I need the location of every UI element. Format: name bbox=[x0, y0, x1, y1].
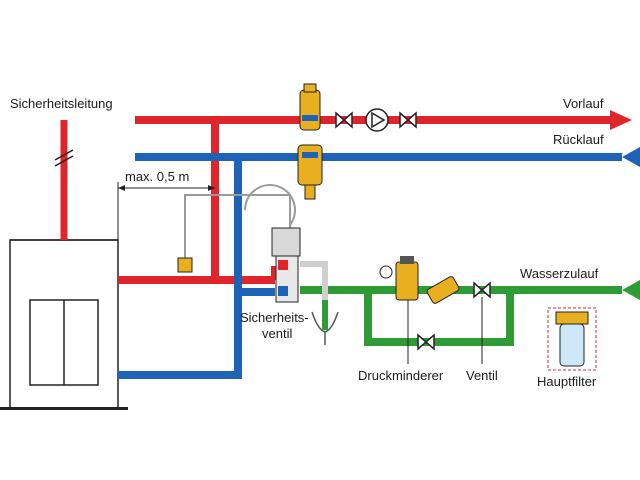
max-distance-label: max. 0,5 m bbox=[125, 169, 189, 184]
return-label: Rücklauf bbox=[553, 132, 604, 147]
dirt-separator-return bbox=[297, 144, 323, 200]
pressure-reducer-fitting bbox=[379, 256, 419, 301]
return-arrow-icon bbox=[622, 147, 640, 167]
distance-dimension bbox=[117, 182, 215, 240]
safety-valve-assembly bbox=[271, 227, 301, 303]
air-separator-supply bbox=[299, 83, 321, 131]
main-filter-label: Hauptfilter bbox=[537, 374, 597, 389]
main-filter-icon bbox=[547, 307, 597, 371]
safety-line-label: Sicherheitsleitung bbox=[10, 96, 113, 111]
pressure-reducer-label: Druckminderer bbox=[358, 368, 444, 383]
safety-line-pipe bbox=[54, 120, 74, 240]
shutoff-valve-1-icon bbox=[335, 111, 353, 129]
inlet-valve-icon bbox=[473, 281, 491, 299]
supply-arrow-icon bbox=[610, 110, 632, 130]
return-pipe bbox=[118, 147, 640, 379]
water-inlet-arrow-icon bbox=[622, 280, 640, 300]
supply-label: Vorlauf bbox=[563, 96, 604, 111]
valve-label: Ventil bbox=[466, 368, 498, 383]
bypass-valve-icon bbox=[417, 333, 435, 351]
capillary-line bbox=[177, 184, 296, 273]
strainer-fitting bbox=[426, 276, 460, 304]
safety-valve-label-2: ventil bbox=[262, 326, 292, 341]
boiler bbox=[0, 239, 128, 410]
shutoff-valve-2-icon bbox=[399, 111, 417, 129]
safety-valve-label-1: Sicherheits- bbox=[240, 310, 309, 325]
drain-funnel-icon bbox=[311, 311, 339, 345]
pump-icon bbox=[365, 108, 389, 132]
water-inlet-label: Wasserzulauf bbox=[520, 266, 599, 281]
